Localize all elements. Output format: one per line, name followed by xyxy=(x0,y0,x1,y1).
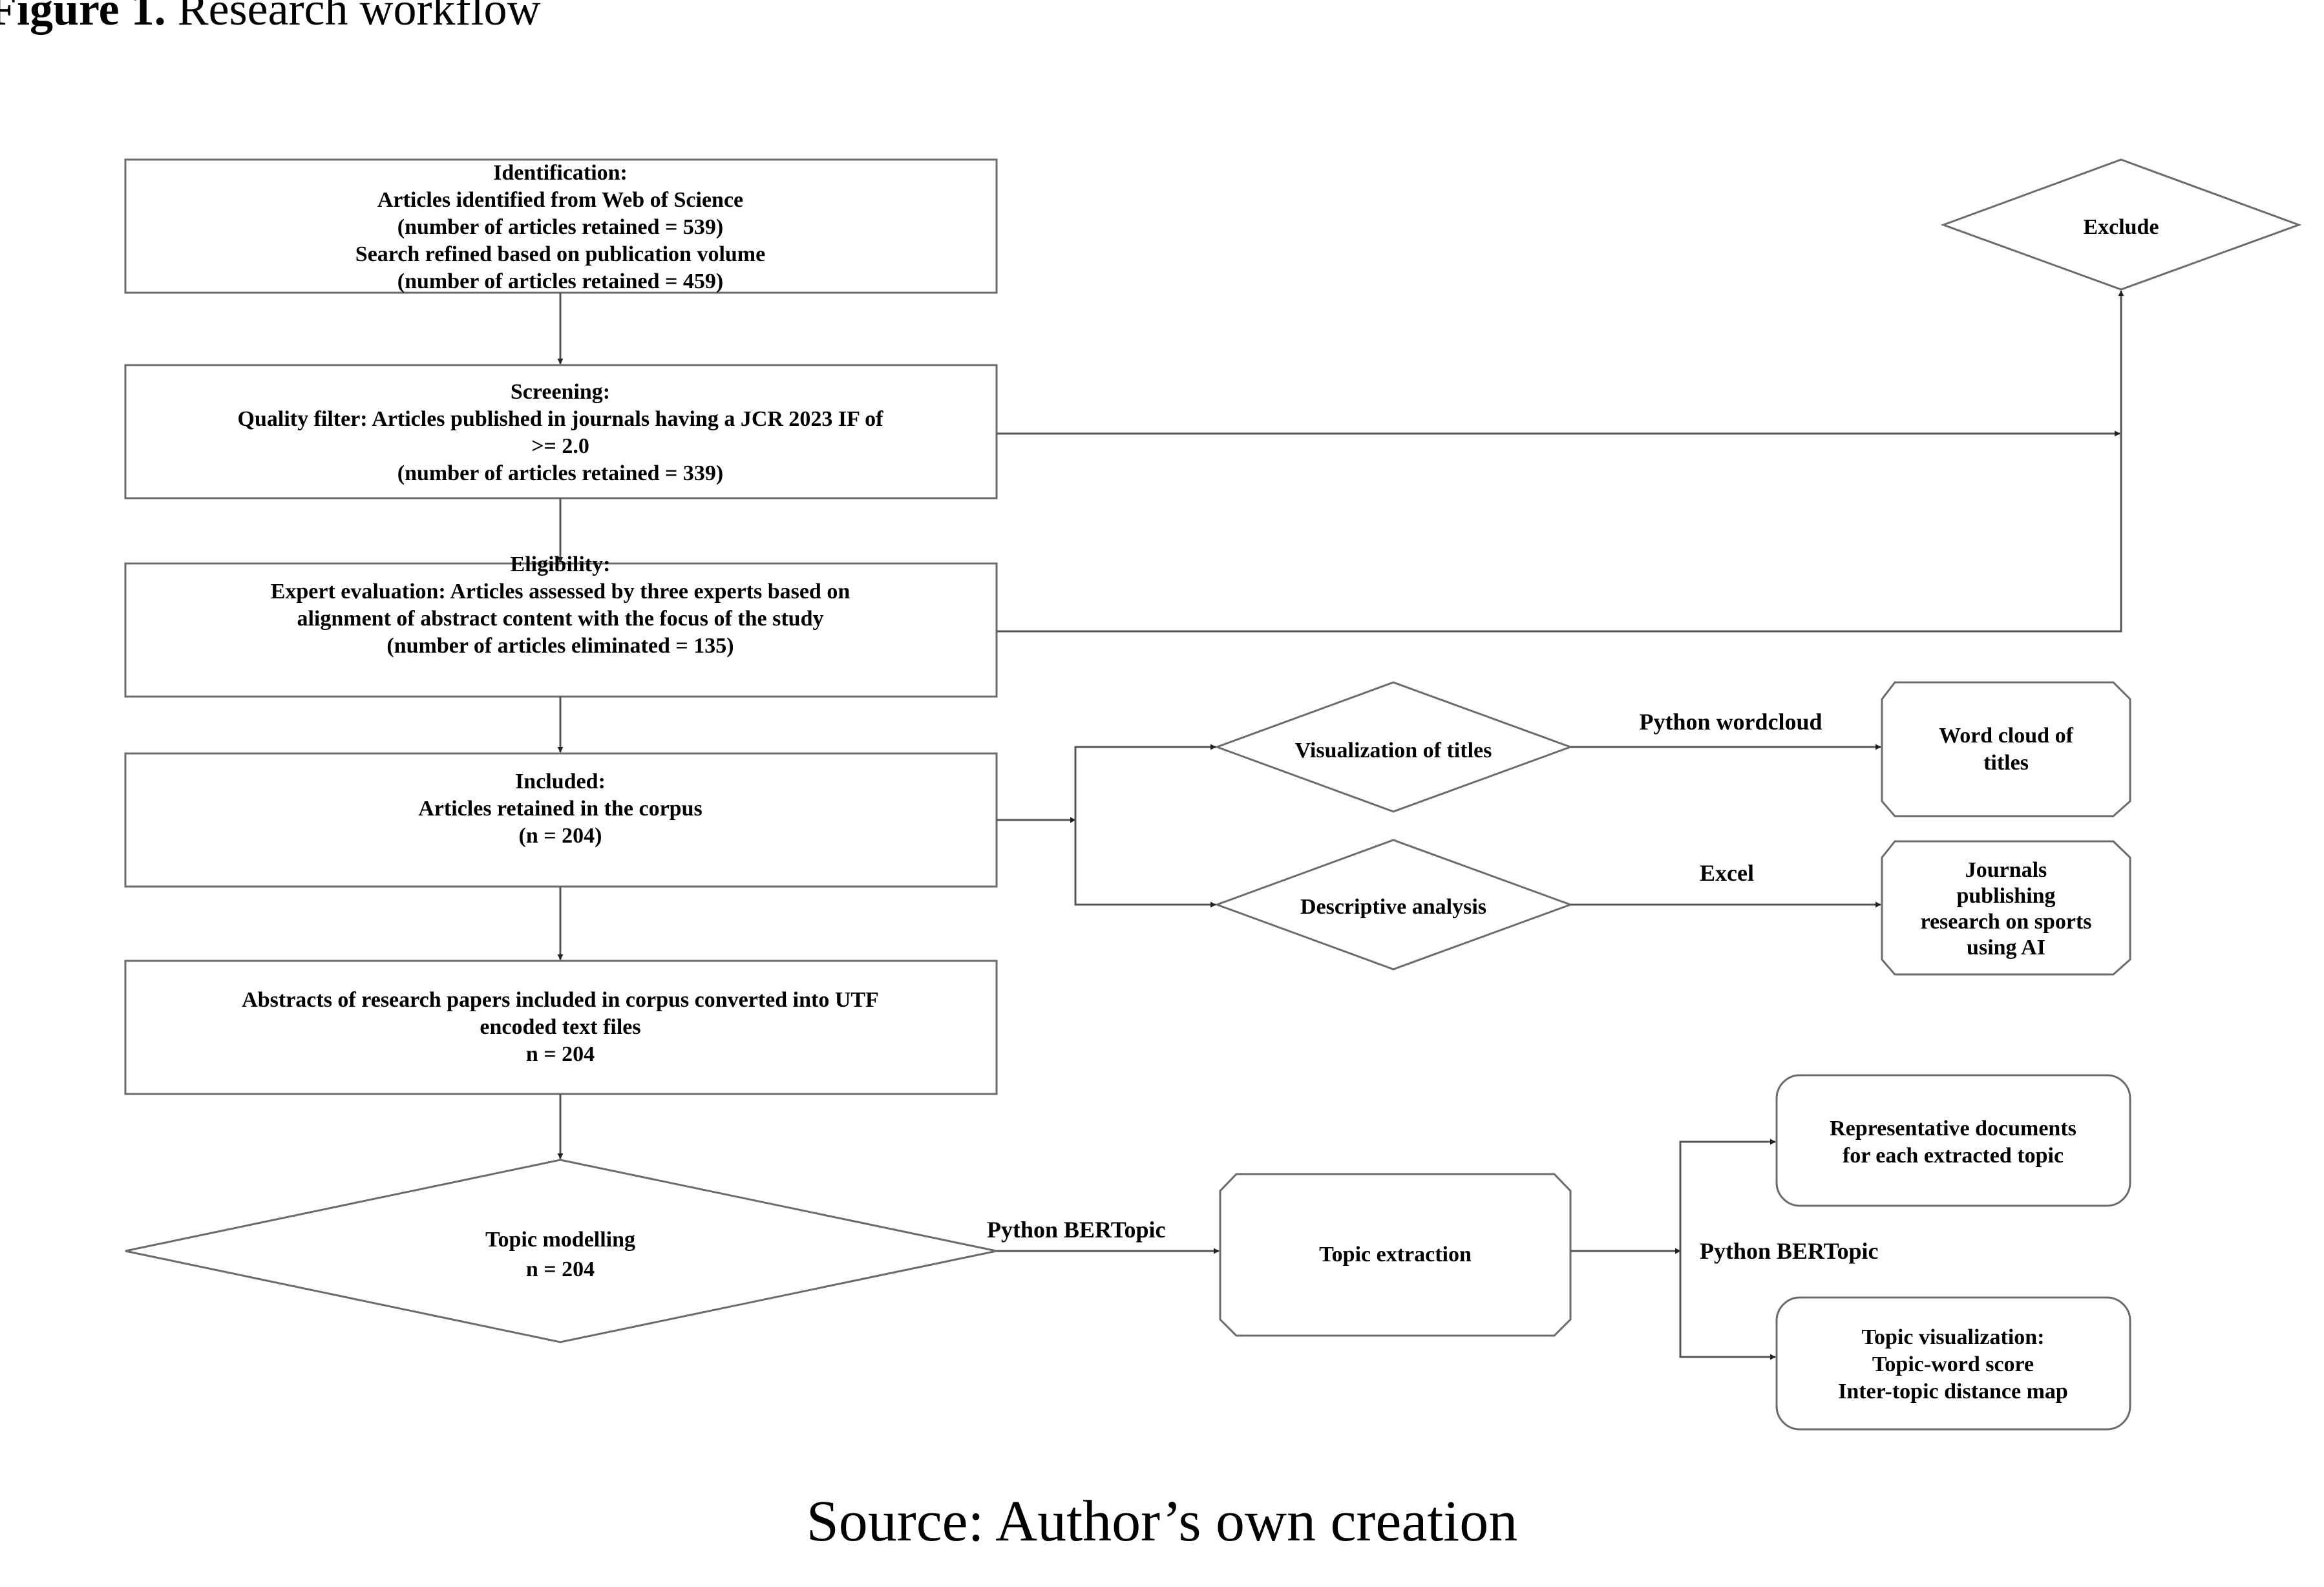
exclude-text: Exclude xyxy=(2083,215,2159,239)
screening-line: >= 2.0 xyxy=(531,434,589,458)
included-line: (n = 204) xyxy=(519,824,602,848)
screening-box xyxy=(124,364,998,499)
edge-label-python-bertopic-2: Python BERTopic xyxy=(1700,1238,1879,1264)
eligibility-box xyxy=(124,562,998,698)
edge-label-python-bertopic-1: Python BERTopic xyxy=(987,1217,1166,1243)
representative-docs-box xyxy=(1775,1074,2131,1207)
included-text: Included: Articles retained in the corpus… xyxy=(418,770,702,848)
identification-line: Articles identified from Web of Science xyxy=(377,188,743,212)
edge-label-excel: Excel xyxy=(1700,860,1754,886)
descriptive-analysis-line: Descriptive analysis xyxy=(1300,895,1486,919)
arrow-branch-topic-visualization xyxy=(1679,1251,1776,1360)
arrow-eligibility-exclude xyxy=(997,290,2124,633)
topic-extraction-text: Topic extraction xyxy=(1319,1243,1472,1266)
source-note: Source: Author’s own creation xyxy=(806,1489,1518,1553)
topic-visualization-line: Topic-word score xyxy=(1872,1352,2034,1376)
included-line: Articles retained in the corpus xyxy=(418,797,702,821)
representative-docs-text: Representative documents for each extract… xyxy=(1830,1117,2076,1168)
arrow-branch-descriptive xyxy=(1074,820,1216,908)
arrow-branch-visualization xyxy=(1074,744,1216,820)
journals-line: using AI xyxy=(1967,936,2045,960)
eligibility-text: Eligibility: Expert evaluation: Articles … xyxy=(271,552,850,658)
word-cloud-line: titles xyxy=(1983,751,2029,775)
edge-label-python-wordcloud: Python wordcloud xyxy=(1639,709,1822,735)
journals-line: Journals xyxy=(1965,858,2047,882)
arrow-branch-representative xyxy=(1679,1139,1776,1251)
topic-modelling-line: Topic modelling xyxy=(485,1228,635,1252)
abstracts-box xyxy=(124,960,998,1095)
eligibility-line: Expert evaluation: Articles assessed by … xyxy=(271,580,850,604)
identification-line: Search refined based on publication volu… xyxy=(355,242,765,266)
journals-line: publishing xyxy=(1956,884,2055,908)
abstracts-text: Abstracts of research papers included in… xyxy=(242,988,879,1066)
topic-extraction-box xyxy=(1219,1173,1572,1337)
topic-modelling-line: n = 204 xyxy=(526,1257,595,1281)
screening-line: Screening: xyxy=(511,380,610,404)
screening-text: Screening: Quality filter: Articles publi… xyxy=(238,380,884,485)
topic-visualization-line: Inter-topic distance map xyxy=(1838,1380,2068,1403)
eligibility-line: Eligibility: xyxy=(511,552,611,576)
representative-docs-line: Representative documents xyxy=(1830,1117,2076,1140)
representative-docs-line: for each extracted topic xyxy=(1843,1144,2064,1168)
topic-extraction-line: Topic extraction xyxy=(1319,1243,1472,1266)
eligibility-line: (number of articles eliminated = 135) xyxy=(386,634,734,658)
visualization-titles-line: Visualization of titles xyxy=(1295,739,1492,762)
screening-line: (number of articles retained = 339) xyxy=(397,461,723,485)
topic-modelling-text: Topic modelling n = 204 xyxy=(485,1228,635,1281)
figure-title: Figure 1. Research workflow xyxy=(0,0,540,32)
identification-line: Identification: xyxy=(493,161,628,185)
word-cloud-text: Word cloud of titles xyxy=(1939,724,2073,775)
word-cloud-box xyxy=(1881,681,2131,817)
journals-line: research on sports xyxy=(1920,910,2091,934)
identification-text: Identification: Articles identified from … xyxy=(355,161,765,293)
figure-label: Figure 1. xyxy=(0,0,166,35)
screening-line: Quality filter: Articles published in jo… xyxy=(238,407,884,431)
topic-visualization-line: Topic visualization: xyxy=(1861,1325,2044,1349)
word-cloud-line: Word cloud of xyxy=(1939,724,2073,748)
identification-line: (number of articles retained = 539) xyxy=(397,215,723,239)
topic-visualization-box xyxy=(1775,1296,2131,1431)
included-line: Included: xyxy=(515,770,606,794)
journals-box xyxy=(1881,840,2131,976)
identification-line: (number of articles retained = 459) xyxy=(397,269,723,293)
exclude-diamond xyxy=(1940,158,2302,291)
eligibility-line: alignment of abstract content with the f… xyxy=(297,607,823,631)
abstracts-line: encoded text files xyxy=(480,1015,640,1039)
included-box xyxy=(124,752,998,888)
exclude-line: Exclude xyxy=(2083,215,2159,239)
descriptive-analysis-text: Descriptive analysis xyxy=(1300,895,1486,919)
figure-caption: Research workflow xyxy=(177,0,541,35)
abstracts-line: n = 204 xyxy=(526,1042,595,1066)
visualization-titles-text: Visualization of titles xyxy=(1295,739,1492,762)
abstracts-line: Abstracts of research papers included in… xyxy=(242,988,879,1012)
